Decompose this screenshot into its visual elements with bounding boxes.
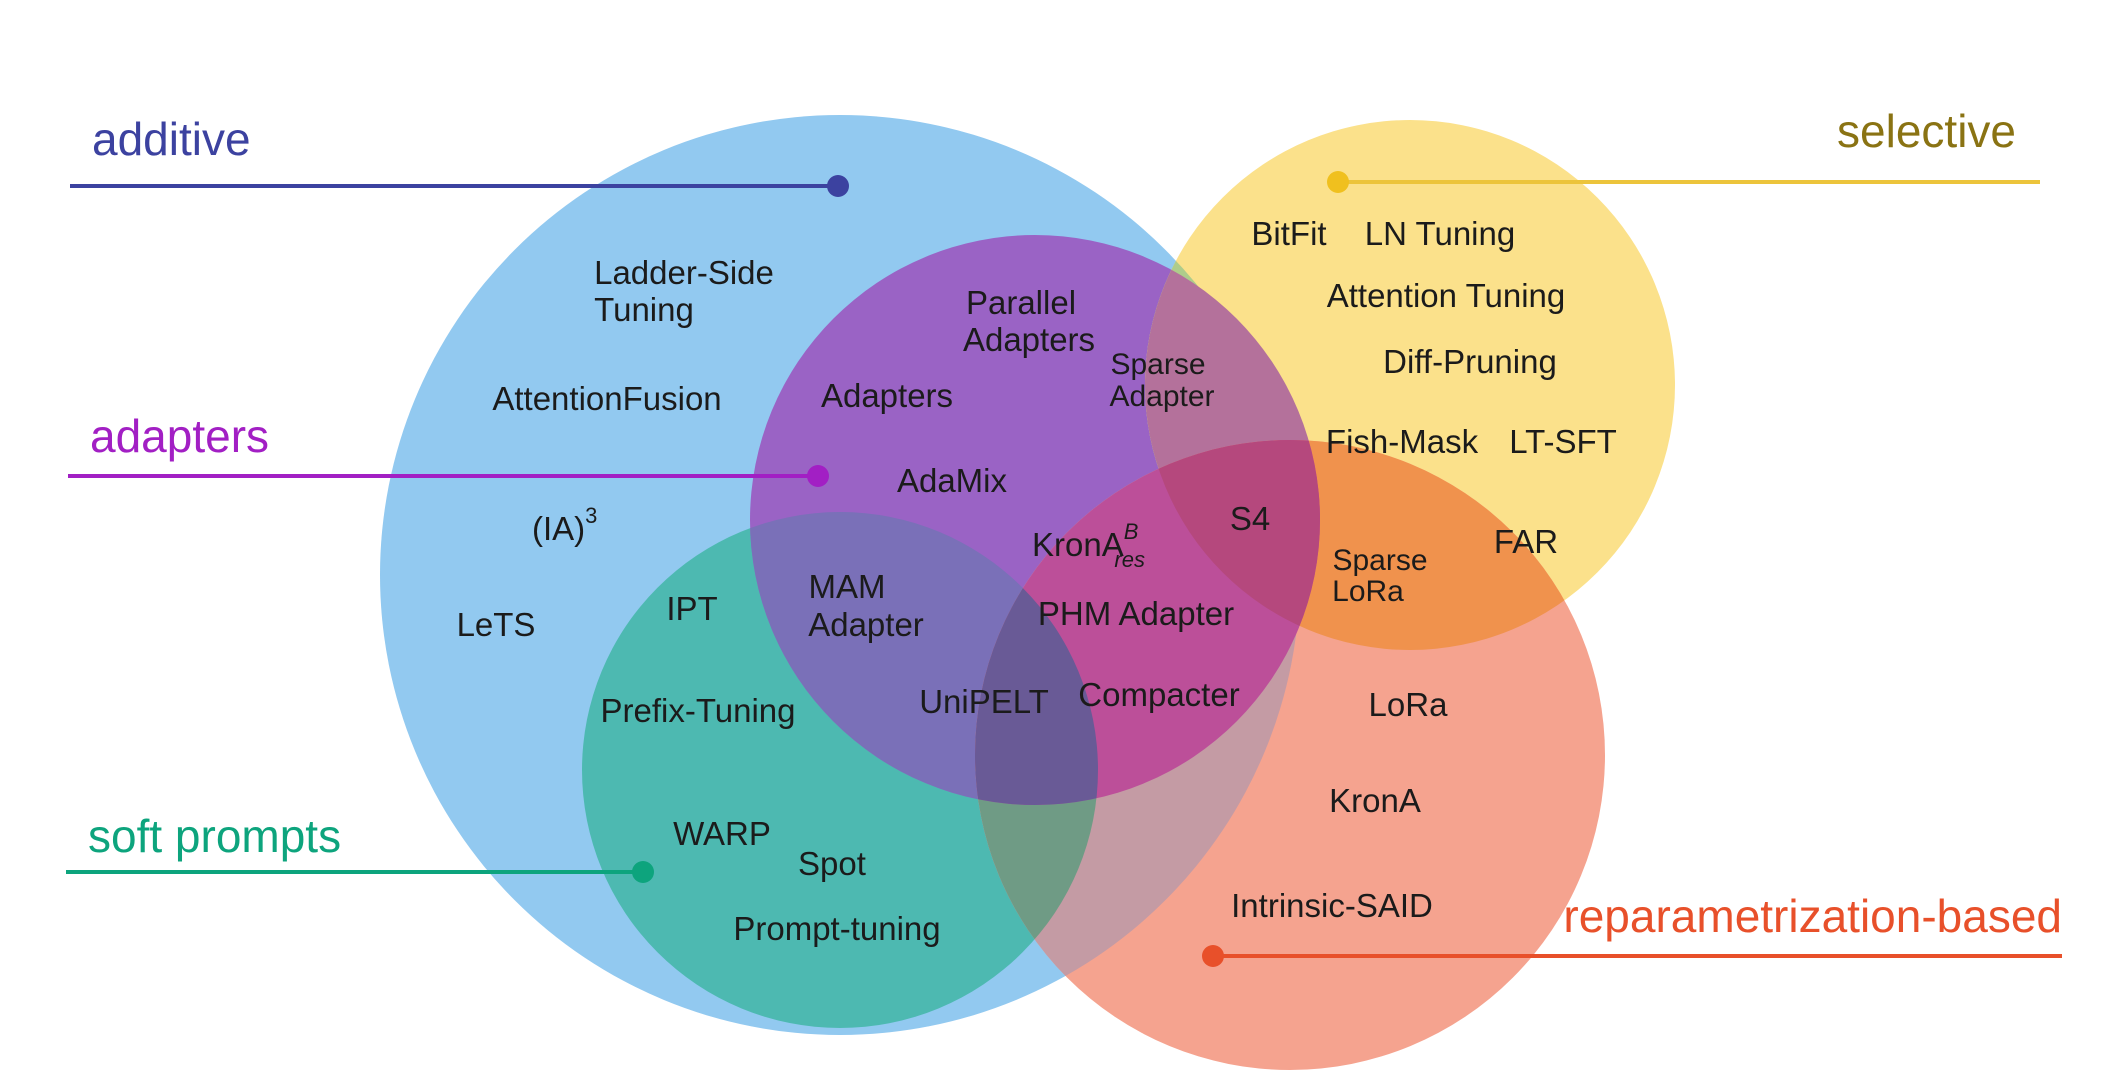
category-label-adapters: adapters — [90, 410, 269, 462]
method-label-ipt: IPT — [666, 590, 717, 627]
method-label-sparse-lora: LoRa — [1332, 575, 1404, 608]
category-label-soft-prompts: soft prompts — [88, 810, 341, 862]
category-additive: additive — [70, 113, 849, 197]
method-label-sparse-lora: Sparse — [1332, 544, 1427, 577]
method-label-warp: WARP — [673, 815, 771, 852]
method-label-ladder-side-tuning: Ladder-Side — [594, 254, 774, 291]
leader-dot-additive — [827, 175, 849, 197]
method-label-lora: LoRa — [1369, 686, 1449, 723]
method-label-compacter: Compacter — [1078, 676, 1239, 713]
method-label-parallel-adapters: Adapters — [963, 321, 1095, 358]
category-label-reparametrization: reparametrization-based — [1563, 890, 2062, 942]
category-soft-prompts: soft prompts — [66, 810, 654, 883]
method-label-prefix-tuning: Prefix-Tuning — [600, 692, 795, 729]
method-label-lt-sft: LT-SFT — [1509, 423, 1617, 460]
leader-dot-selective — [1327, 171, 1349, 193]
method-label-phm-adapter: PHM Adapter — [1038, 595, 1234, 632]
overlap-reparametrization-selective — [1145, 440, 1605, 650]
leader-dot-soft-prompts — [632, 861, 654, 883]
method-label-lets: LeTS — [457, 606, 536, 643]
method-label-sparse-adapter: Sparse — [1110, 348, 1205, 381]
category-label-selective: selective — [1837, 105, 2016, 157]
category-selective: selective — [1327, 105, 2040, 193]
method-label-attention-tuning: Attention Tuning — [1327, 277, 1566, 314]
method-label-attentionfusion: AttentionFusion — [492, 380, 721, 417]
method-label-mam-adapter: Adapter — [808, 606, 924, 643]
method-label-adapters: Adapters — [821, 377, 953, 414]
category-label-additive: additive — [92, 113, 251, 165]
method-label-krona: KronA — [1329, 782, 1421, 819]
method-labels: Ladder-SideTuningAttentionFusion(IA)3LeT… — [457, 215, 1617, 947]
method-label-unipelt: UniPELT — [919, 683, 1049, 720]
category-reparametrization: reparametrization-based — [1202, 890, 2062, 967]
method-label-spot: Spot — [798, 845, 866, 882]
method-label-ladder-side-tuning: Tuning — [594, 291, 694, 328]
method-label-sparse-adapter: Adapter — [1109, 380, 1214, 413]
method-label-far: FAR — [1494, 523, 1558, 560]
method-label-parallel-adapters: Parallel — [966, 284, 1076, 321]
method-label-fish-mask: Fish-Mask — [1326, 423, 1479, 460]
method-label-adamix: AdaMix — [897, 462, 1008, 499]
category-adapters: adapters — [68, 410, 829, 487]
method-label-s4: S4 — [1230, 500, 1270, 537]
method-label-prompt-tuning: Prompt-tuning — [733, 910, 940, 947]
method-label-intrinsic-said: Intrinsic-SAID — [1231, 887, 1433, 924]
method-label-bitfit: BitFit — [1251, 215, 1326, 252]
method-label-mam-adapter: MAM — [809, 568, 886, 605]
method-label-ln-tuning: LN Tuning — [1365, 215, 1515, 252]
venn-circles — [380, 115, 1675, 1070]
method-label-diff-pruning: Diff-Pruning — [1383, 343, 1557, 380]
leader-dot-reparametrization — [1202, 945, 1224, 967]
leader-dot-adapters — [807, 465, 829, 487]
